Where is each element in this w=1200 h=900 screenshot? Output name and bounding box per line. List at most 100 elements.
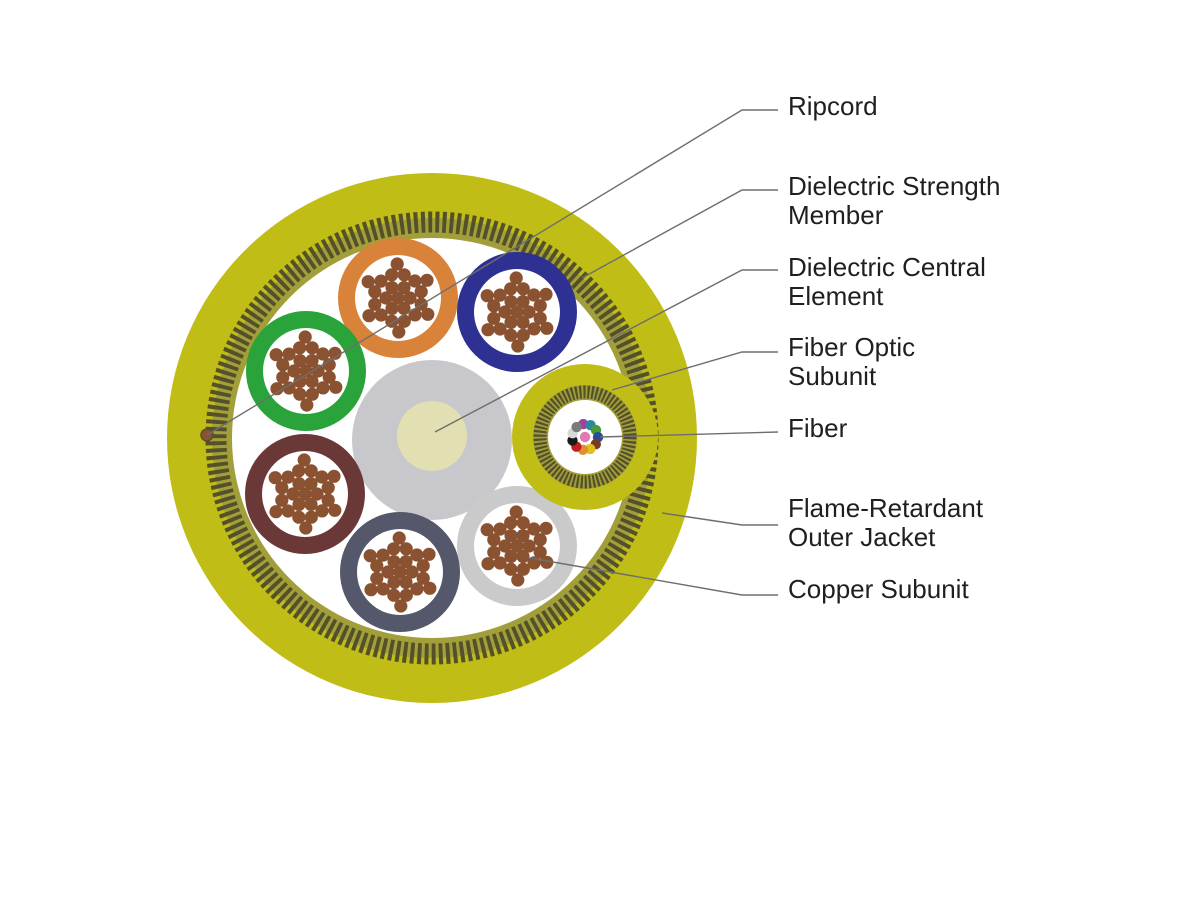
copper-wire	[487, 299, 501, 313]
label-outer-jacket-line-2: Outer Jacket	[788, 522, 936, 552]
copper-wire	[533, 299, 547, 313]
copper-wire	[540, 321, 554, 335]
copper-wire	[410, 548, 424, 562]
copper-wire	[516, 516, 530, 530]
copper-wire	[282, 381, 296, 395]
copper-wire	[487, 545, 501, 559]
copper-wire	[423, 581, 437, 595]
copper-wire	[493, 522, 507, 536]
copper-wire	[292, 464, 306, 478]
central-element-core	[397, 401, 467, 471]
copper-wire	[511, 573, 525, 587]
copper-subunits	[245, 238, 577, 632]
copper-wire	[370, 571, 384, 585]
copper-wire	[539, 521, 553, 535]
copper-wire	[399, 575, 413, 590]
copper-wire	[533, 533, 547, 547]
fiber-optic-subunit	[512, 364, 658, 510]
copper-wire	[385, 268, 399, 282]
copper-wire	[269, 505, 283, 519]
copper-wire	[511, 339, 525, 353]
copper-wire	[390, 257, 404, 271]
fiber	[567, 435, 578, 446]
copper-wire	[420, 273, 434, 287]
label-ripcord: Ripcord	[788, 92, 878, 121]
copper-wire	[275, 481, 289, 495]
copper-wire	[276, 358, 290, 372]
copper-wire	[299, 521, 313, 535]
label-outer-jacket-line-1: Flame-Retardant	[788, 493, 984, 523]
copper-wire	[408, 274, 422, 288]
copper-wire	[387, 588, 401, 602]
copper-wire	[270, 382, 284, 396]
copper-wire	[480, 289, 494, 303]
copper-wire	[300, 398, 314, 412]
fiber	[579, 431, 591, 443]
copper-wire	[527, 322, 541, 336]
copper-wire	[387, 575, 401, 590]
copper-wire	[286, 487, 300, 501]
copper-wire	[391, 291, 405, 305]
label-strength-member: Dielectric Strength Member	[788, 172, 1000, 230]
copper-wire	[364, 583, 378, 597]
copper-wire	[516, 295, 530, 309]
copper-wire	[385, 301, 399, 315]
copper-wire	[527, 522, 541, 536]
copper-wire	[487, 311, 501, 325]
leader-line-strength-member	[581, 189, 778, 279]
copper-wire	[392, 325, 406, 339]
label-fiber-subunit: Fiber Optic Subunit	[788, 333, 915, 391]
copper-wire	[370, 559, 384, 573]
leader-line-fiber-subunit	[611, 351, 778, 391]
copper-wire	[316, 381, 330, 395]
leader-line-outer-jacket	[661, 512, 778, 526]
copper-wire	[416, 571, 430, 585]
label-fiber-line-1: Fiber	[788, 413, 848, 443]
copper-wire	[374, 274, 388, 288]
copper-wire	[414, 285, 428, 299]
copper-wire	[376, 548, 390, 562]
copper-wire	[329, 380, 343, 394]
copper-wire	[293, 341, 307, 355]
copper-wire	[509, 505, 523, 519]
label-central-element: Dielectric Central Element	[788, 253, 986, 311]
copper-wire	[480, 523, 494, 537]
copper-wire	[322, 370, 336, 384]
copper-wire	[304, 464, 318, 478]
copper-wire	[362, 309, 376, 323]
copper-wire	[281, 504, 295, 518]
copper-wire	[268, 471, 282, 485]
copper-wire	[392, 531, 406, 545]
copper-wire	[387, 542, 401, 556]
copper-wire	[368, 297, 382, 311]
copper-wire	[315, 470, 329, 484]
copper-wire	[498, 305, 512, 319]
copper-wire	[292, 477, 306, 491]
copper-subunit	[245, 434, 365, 554]
leader-line-central-element	[434, 269, 778, 433]
copper-wire	[516, 315, 530, 329]
copper-wire	[533, 311, 547, 325]
label-strength-member-line-1: Dielectric Strength	[788, 171, 1001, 201]
label-fiber: Fiber	[788, 414, 847, 443]
label-fiber-subunit-line-2: Subunit	[788, 361, 877, 391]
copper-wire	[374, 308, 388, 322]
copper-wire	[292, 497, 306, 511]
copper-wire	[493, 556, 507, 570]
copper-wire	[368, 285, 382, 299]
copper-subunit	[246, 311, 366, 431]
leader-line-fiber	[599, 431, 779, 438]
copper-wire	[385, 281, 399, 295]
copper-wire	[504, 516, 518, 530]
copper-wire	[504, 328, 518, 342]
copper-wire	[394, 599, 408, 613]
copper-wire	[305, 354, 319, 368]
copper-wire	[315, 504, 329, 518]
label-outer-jacket: Flame-Retardant Outer Jacket	[788, 494, 983, 552]
copper-wire	[269, 348, 283, 362]
copper-wire	[399, 588, 413, 602]
copper-wire	[504, 549, 518, 564]
copper-wire	[410, 582, 424, 596]
copper-wire	[527, 288, 541, 302]
leader-line-copper-subunit	[529, 557, 778, 596]
